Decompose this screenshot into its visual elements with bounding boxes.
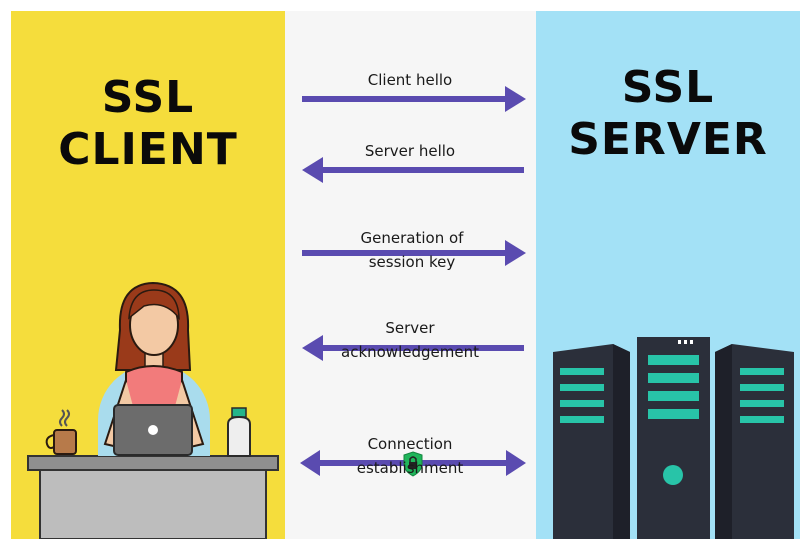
water-bottle-icon (227, 407, 251, 457)
server-heading: SSL SERVER (536, 62, 800, 166)
server-rack-icon (553, 337, 794, 539)
arrow-session-key (302, 240, 526, 266)
server-heading-line2: SERVER (568, 114, 768, 165)
client-heading-line1: SSL (101, 72, 195, 123)
client-heading-line2: CLIENT (58, 124, 238, 175)
message-label-server-hello: Server hello (364, 142, 456, 160)
server-heading-line1: SSL (621, 62, 715, 113)
arrow-server-acknowledgement (302, 335, 524, 361)
message-label-client-hello: Client hello (367, 71, 453, 89)
person-at-laptop-icon (98, 281, 210, 456)
message-label-connection-establishment: Connection establishment (356, 435, 464, 477)
arrow-server-hello (302, 157, 524, 183)
desk (27, 455, 279, 539)
message-label-server-acknowledgement: Server acknowledgement (341, 319, 479, 361)
message-label-session-key: Generation of session key (360, 229, 464, 271)
coffee-cup-icon (45, 409, 77, 455)
lock-shield-icon (403, 451, 423, 477)
client-heading: SSL CLIENT (11, 72, 285, 176)
arrow-client-hello (302, 86, 526, 112)
